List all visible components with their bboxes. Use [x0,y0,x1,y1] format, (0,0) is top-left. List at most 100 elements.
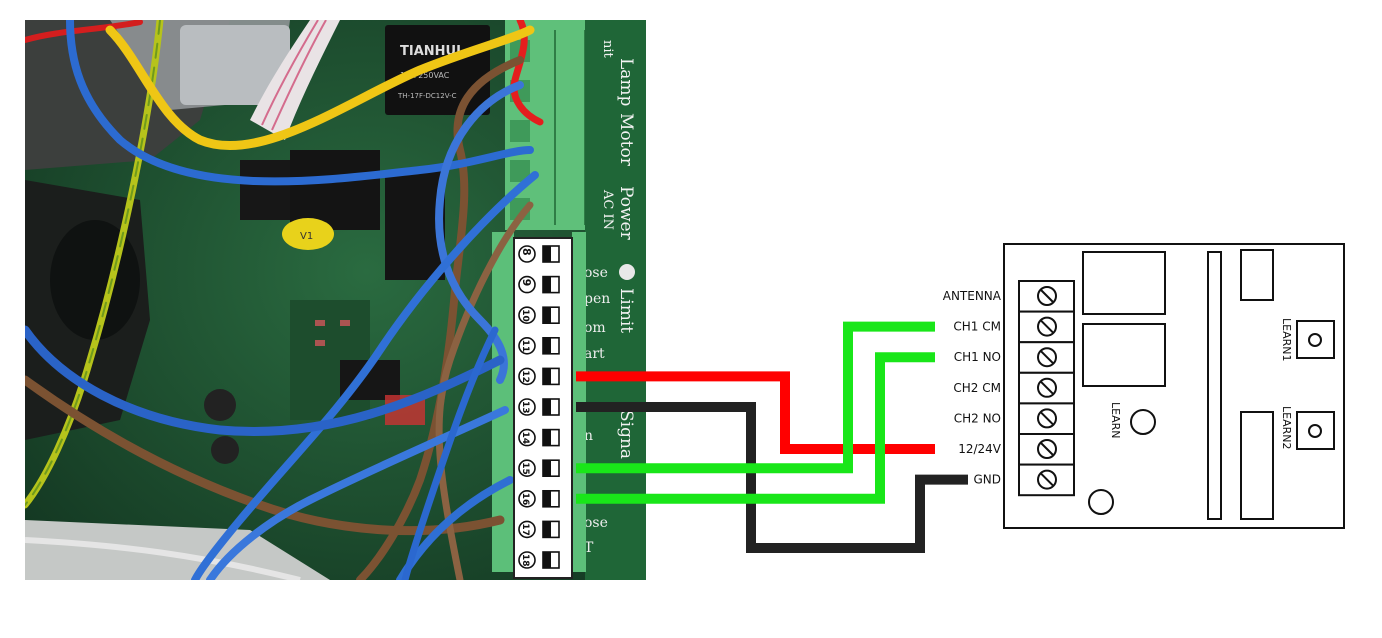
terminal-number-circle [518,336,536,355]
terminal-number-circle [518,459,536,478]
learn-label: LEARN [1109,402,1122,438]
learn1-label: LEARN1 [1280,318,1293,361]
terminal-8: 8 [518,245,560,263]
screw-slot [1040,472,1054,487]
relay-brand-text: TIANHUI [400,44,461,59]
terminal-number: 11 [520,340,530,353]
terminal-12: 12 [518,367,560,386]
receiver-label-gnd: GND [973,473,1001,487]
motor-terminal-block [505,20,586,230]
label-power: Power [616,186,636,241]
terminal-number-circle [518,489,536,508]
learn2-button[interactable] [1296,411,1335,450]
controller-board-photo: TIANHUI 10A 250VAC TH-17F-DC12V-C V1 [25,20,646,580]
screw-slot [1040,350,1054,364]
terminal-screw-fill [543,337,551,354]
receiver-label-ch2-no: CH2 NO [954,411,1001,425]
label-t: T [584,540,594,556]
svg-text:V1: V1 [300,231,313,242]
terminal-number-circle [518,367,536,386]
terminal-16: 16 [518,489,560,508]
terminal-screw-fill [543,246,551,262]
terminal-11: 11 [518,336,560,355]
label-close-1: ose [584,265,608,281]
connection-wires [576,321,968,553]
terminal-number: 10 [520,309,530,322]
screw-slot [1040,411,1054,426]
terminal-screw-fill [543,276,551,293]
terminal-screw-fill [543,460,551,477]
receiver-antenna-bar [1207,251,1222,520]
label-motor: Motor [616,113,636,167]
wire-15-to-ch1-cm [576,321,935,474]
wire-16-to-ch1-no [576,352,935,504]
screw-slot [1040,319,1054,334]
receiver-screw-terminal-block [1018,280,1075,497]
wire-12-to-12-24v [576,371,935,454]
terminal-15: 15 [518,459,560,478]
label-n: n [584,428,593,444]
terminal-screw-fill [543,490,551,507]
status-led [1088,489,1114,515]
terminal-screw-fill [543,429,551,446]
relay: TIANHUI 10A 250VAC TH-17F-DC12V-C [385,25,490,115]
label-open: pen [584,291,610,307]
terminal-number: 17 [520,523,530,536]
terminal-number: 9 [520,279,533,287]
terminal-number-circle [518,520,536,539]
terminal-number: 13 [520,401,530,414]
terminal-number-circle [518,245,536,263]
label-start: art [584,346,605,362]
screw-slot [1040,289,1054,303]
label-nit: nit [600,40,615,59]
label-lamp: Lamp [616,58,636,107]
receiver-label-ch1-no: CH1 NO [954,350,1001,364]
screw-slot [1040,442,1054,456]
label-ac-in: AC IN [600,189,615,230]
relay-rating-text: 10A 250VAC [400,71,450,80]
terminal-number: 15 [520,462,530,475]
terminal-13: 13 [518,398,560,416]
label-signal: Signa [616,410,636,459]
terminal-number-circle [518,306,536,325]
receiver-label-ch2-cm: CH2 CM [953,381,1001,395]
terminal-screw-fill [543,399,551,415]
terminal-number-circle [518,275,536,294]
terminal-number: 12 [520,370,530,383]
learn-led [1130,409,1156,435]
terminal-number-circle [518,428,536,447]
photo-wires [25,20,544,580]
terminal-number-circle [518,398,536,416]
terminal-number: 14 [520,432,530,445]
terminal-10: 10 [518,306,560,325]
screw-slot [1040,381,1054,395]
receiver-relay-2 [1082,323,1166,387]
terminal-14: 14 [518,428,560,447]
receiver-label-12-24v: 12/24V [958,442,1002,456]
receiver-relay-1 [1082,251,1166,315]
learn2-label: LEARN2 [1280,406,1293,449]
terminal-18: 18 [518,551,560,569]
terminal-number: 18 [520,554,530,567]
receiver-label-ch1-cm: CH1 CM [953,320,1001,334]
terminal-9: 9 [518,275,560,294]
terminal-screw-fill [543,368,551,385]
signal-terminal-strip: 8 9 10 11 12 13 14 15 16 17 18 [513,237,573,579]
label-limit: Limit [616,288,636,333]
terminal-number: 8 [520,248,533,256]
terminal-17: 17 [518,520,560,539]
relay-model-text: TH-17F-DC12V-C [397,92,457,100]
terminal-number-circle [518,551,536,569]
label-close-2: ose [584,515,608,531]
wire-13-to-gnd [576,402,968,553]
terminal-screw-fill [543,521,551,538]
label-com: om [584,320,606,336]
receiver-component-box [1240,249,1274,301]
capacitor: V1 [282,218,334,250]
terminal-number: 16 [520,493,530,506]
learn1-button[interactable] [1296,320,1335,359]
terminal-screw-fill [543,552,551,568]
terminal-screw-fill [543,307,551,324]
